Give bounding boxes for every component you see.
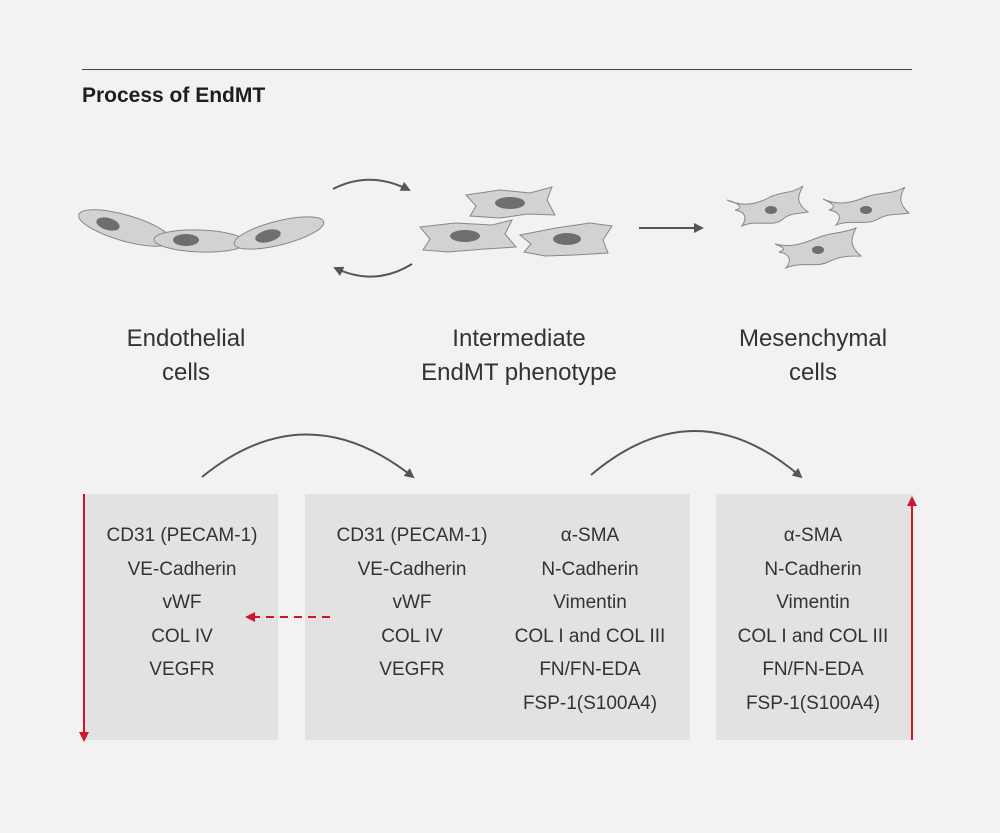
intermediate-cell — [464, 186, 556, 219]
marker-item: COL IV — [381, 625, 443, 647]
marker-item: COL IV — [151, 625, 213, 647]
marker-item: CD31 (PECAM-1) — [336, 525, 488, 546]
endothelial-cell — [233, 216, 325, 250]
mesenchymal-marker-list: α-SMA N-Cadherin Vimentin COL I and COL … — [722, 519, 904, 721]
stage-label-line: EndMT phenotype — [421, 359, 617, 386]
marker-item: Vimentin — [776, 592, 850, 614]
marker-item: vWF — [162, 592, 202, 614]
mesenchymal-cell — [726, 185, 810, 228]
marker-item: COL I and COL III — [514, 625, 666, 647]
endothelial-cell — [78, 209, 172, 247]
marker-item: FN/FN-EDA — [539, 659, 641, 681]
stage-label-mesenchymal: Mesenchymal cells — [683, 322, 943, 390]
marker-transition-arc-1 — [201, 433, 415, 479]
intermediate-markers-box — [305, 494, 690, 740]
reverse-transition-arrow — [333, 263, 413, 278]
marker-item: FSP-1(S100A4) — [522, 692, 658, 714]
marker-item: FN/FN-EDA — [762, 659, 864, 681]
marker-item: VEGFR — [379, 659, 445, 681]
marker-item: VE-Cadherin — [127, 558, 237, 580]
mesenchymal-cell — [774, 227, 863, 270]
stage-label-endothelial: Endothelial cells — [56, 322, 316, 390]
marker-item: α-SMA — [560, 525, 620, 546]
stage-label-line: Intermediate — [452, 325, 586, 352]
endothelial-marker-list: CD31 (PECAM-1) VE-Cadherin vWF COL IV VE… — [92, 519, 272, 687]
marker-item: α-SMA — [783, 525, 843, 546]
stage-label-intermediate: Intermediate EndMT phenotype — [389, 322, 649, 390]
intermediate-cell — [518, 222, 613, 257]
marker-item: N-Cadherin — [541, 558, 639, 580]
marker-item: FSP-1(S100A4) — [745, 692, 881, 714]
mesenchymal-markers-box — [716, 494, 913, 740]
marker-item: N-Cadherin — [764, 558, 862, 580]
intermediate-cells-illustration — [419, 186, 613, 257]
mesenchymal-cells-illustration — [726, 185, 911, 270]
marker-item: COL I and COL III — [737, 625, 889, 647]
mesenchymal-cell — [822, 186, 911, 227]
title-rule — [82, 69, 912, 70]
intermediate-endothelial-marker-list: CD31 (PECAM-1) VE-Cadherin vWF COL IV VE… — [322, 519, 502, 687]
stage-label-line: cells — [788, 359, 837, 386]
stage-label-line: Mesenchymal — [738, 325, 888, 352]
page-title: Process of EndMT — [82, 84, 266, 107]
endothelial-cells-illustration — [78, 209, 325, 253]
stage-label-line: Endothelial — [126, 325, 246, 352]
marker-item: CD31 (PECAM-1) — [106, 525, 258, 546]
stage-label-line: cells — [161, 359, 210, 386]
intermediate-cell — [419, 219, 518, 253]
marker-item: vWF — [392, 592, 432, 614]
marker-transition-arc-2 — [590, 430, 803, 479]
marker-item: VE-Cadherin — [357, 558, 467, 580]
marker-item: Vimentin — [553, 592, 627, 614]
endothelial-cell — [153, 229, 247, 253]
marker-item: VEGFR — [149, 659, 215, 681]
intermediate-mesenchymal-marker-list: α-SMA N-Cadherin Vimentin COL I and COL … — [500, 519, 680, 721]
forward-transition-arrow — [332, 178, 411, 191]
